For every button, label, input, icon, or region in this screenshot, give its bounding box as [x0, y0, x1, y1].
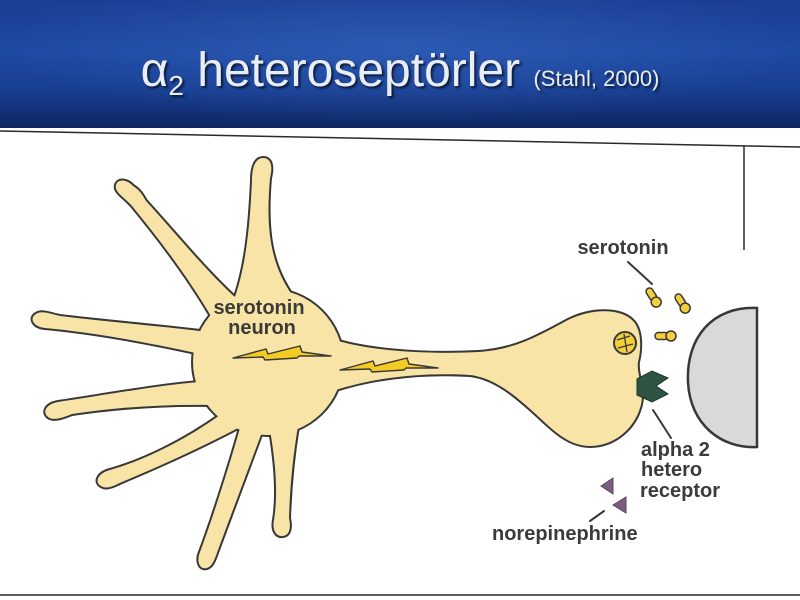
norepinephrine-pointer-line: [589, 510, 605, 522]
serotonin-molecule: [674, 293, 691, 314]
action-potential-bolt: [339, 357, 439, 373]
action-potential-bolt: [232, 345, 332, 361]
label-receptor-line1: alpha 2: [641, 439, 710, 461]
norepinephrine-molecule: [600, 477, 614, 495]
scan-border-top: [0, 130, 800, 148]
slide-title: α2 heteroseptörler (Stahl, 2000): [0, 47, 800, 103]
dendrite-lower-left-2: [97, 415, 238, 488]
label-serotonin-neuron-line2: neuron: [228, 317, 296, 339]
label-norepinephrine: norepinephrine: [492, 523, 638, 545]
label-serotonin-neuron-line1: serotonin: [213, 297, 304, 319]
slide-header: α2 heteroseptörler (Stahl, 2000): [0, 0, 800, 128]
serotonin-neuron: [32, 158, 642, 569]
dendrite-top: [232, 158, 300, 305]
label-receptor-line2: hetero: [641, 459, 702, 481]
receptor-pointer-line: [652, 409, 672, 439]
serotonin-molecule: [654, 330, 677, 342]
serotonin-molecule: [645, 287, 662, 308]
dendrite-left: [32, 312, 208, 355]
dendrite-bottom-left: [198, 428, 262, 569]
postsynaptic-cell: [686, 306, 759, 449]
title-alpha-symbol: α: [140, 44, 169, 97]
dendrite-lower-left: [45, 382, 213, 419]
serotonin-pointer-line: [627, 261, 653, 285]
title-citation: (Stahl, 2000): [533, 66, 660, 91]
label-serotonin: serotonin: [577, 237, 668, 259]
title-main: heteroseptörler: [197, 44, 521, 97]
title-subscript: 2: [168, 70, 184, 101]
norepinephrine-molecule: [612, 496, 627, 514]
alpha2-heteroreceptor: [636, 370, 670, 403]
label-receptor-line3: receptor: [640, 480, 720, 502]
synaptic-vesicle: [613, 331, 637, 355]
